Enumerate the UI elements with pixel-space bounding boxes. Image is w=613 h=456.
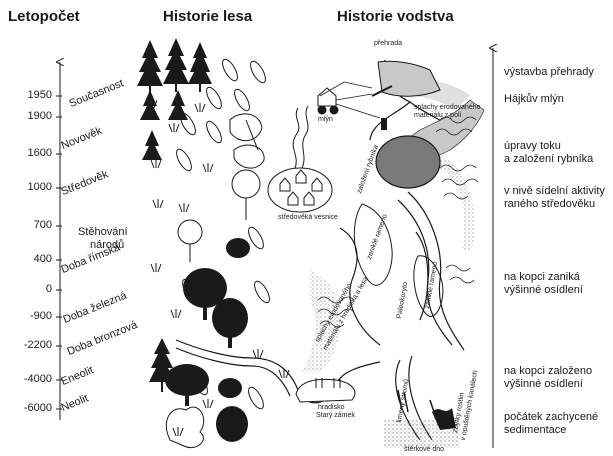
year-minus-4000: -4000 [2, 373, 52, 385]
village-smoke [293, 106, 308, 168]
label-erosion-field-line1: splachy erodovaného [414, 104, 481, 112]
event-hill-gone-line2: výšinné osídlení [504, 284, 583, 297]
year-1600: 1600 [2, 147, 52, 159]
year-1900: 1900 [2, 110, 52, 122]
oak-leaves [230, 114, 264, 168]
event-hill-gone-line1: na kopci zaniká [504, 271, 580, 284]
year-minus-2200: -2200 [2, 339, 52, 351]
year-400: 400 [2, 253, 52, 265]
label-erosion-field-line2: materiálu z polí [414, 112, 461, 120]
label-hillfort-line1: hradisko [318, 404, 344, 412]
year-1950: 1950 [2, 89, 52, 101]
event-mill: Hájkův mlýn [504, 93, 564, 106]
dam-reservoir [378, 61, 440, 96]
year-1000: 1000 [2, 181, 52, 193]
year-minus-6000: -6000 [2, 402, 52, 414]
event-regulation-line2: a založení rybníka [504, 153, 593, 166]
year-0: 0 [2, 283, 52, 295]
era-migration-line1: Stěhování [78, 226, 128, 238]
label-dam: přehrada [374, 40, 402, 48]
event-sedimentation-line2: sedimentace [504, 424, 566, 437]
year-minus-900: -900 [2, 310, 52, 322]
hillfort [296, 379, 355, 402]
deciduous-trees-dark [165, 238, 250, 442]
event-sedimentation-line1: počátek zachycené [504, 411, 598, 424]
mill-icon [318, 88, 338, 114]
erosion-field-left [302, 270, 341, 372]
year-700: 700 [2, 219, 52, 231]
event-hill-founded-line1: na kopci založeno [504, 365, 592, 378]
event-settlement-line2: raného středověku [504, 198, 595, 211]
label-hillfort-line2: Starý zámek [316, 412, 355, 420]
label-gravel-bottom: štěrkové dno [404, 446, 444, 454]
event-regulation-line1: úpravy toku [504, 140, 561, 153]
event-settlement-line1: v nivě sídelní aktivity [504, 185, 605, 198]
label-village: středověká vesnice [278, 214, 338, 222]
pond [376, 136, 440, 188]
label-mill: mlýn [318, 116, 333, 124]
event-hill-founded-line2: výšinné osídlení [504, 378, 583, 391]
pond-outlet [381, 118, 387, 130]
event-dam: výstavba přehrady [504, 66, 594, 79]
